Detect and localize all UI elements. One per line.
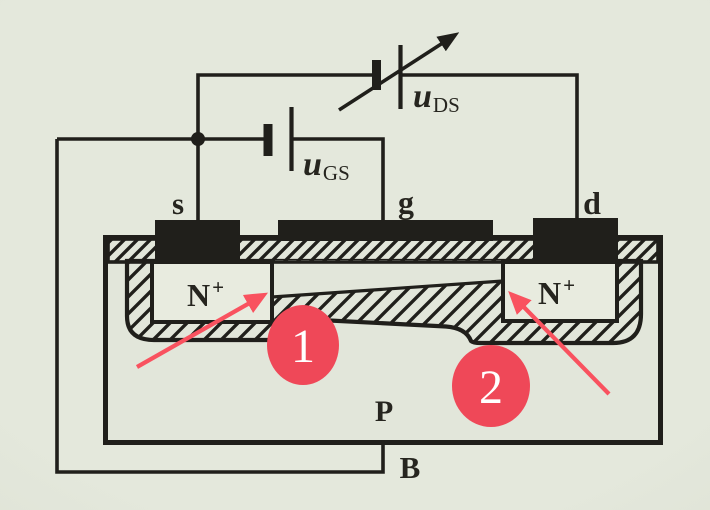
source-contact-pad [155,220,240,263]
callout-2: 2 [452,291,611,427]
callout-1-number: 1 [291,320,315,373]
callout-1: 1 [135,292,339,385]
ugs-label: uGS [303,146,350,185]
callout-1-arrow [135,292,269,369]
gate-electrode [278,220,493,241]
callout-2-arrow [508,291,611,396]
terminal-body-label: B [400,450,421,485]
body-loop-wire [55,139,385,474]
junction-dot [191,132,205,146]
drain-n-label: N+ [538,273,575,311]
drain-contact-pad [533,218,618,263]
uds-source [338,32,460,112]
uds-to-drain-wire [400,73,579,219]
terminal-gate-label: g [398,184,414,220]
ugs-source [263,107,294,171]
substrate-label: P [375,395,393,428]
terminal-source-label: s [172,186,184,221]
channel-boundary-line [271,279,504,299]
source-to-uds-wire [196,73,376,221]
callout-1-badge [267,305,339,385]
circuit-wires [55,73,579,474]
device-structure [103,218,663,445]
ugs-to-gate-wire [293,137,385,221]
callout-2-number: 2 [479,361,503,414]
callout-2-badge [452,345,530,427]
uds-label: uDS [413,78,460,117]
terminal-drain-label: d [583,185,601,221]
variable-source-arrow [338,32,460,112]
channel-inversion-layer [272,260,503,297]
source-n-label: N+ [187,275,224,313]
